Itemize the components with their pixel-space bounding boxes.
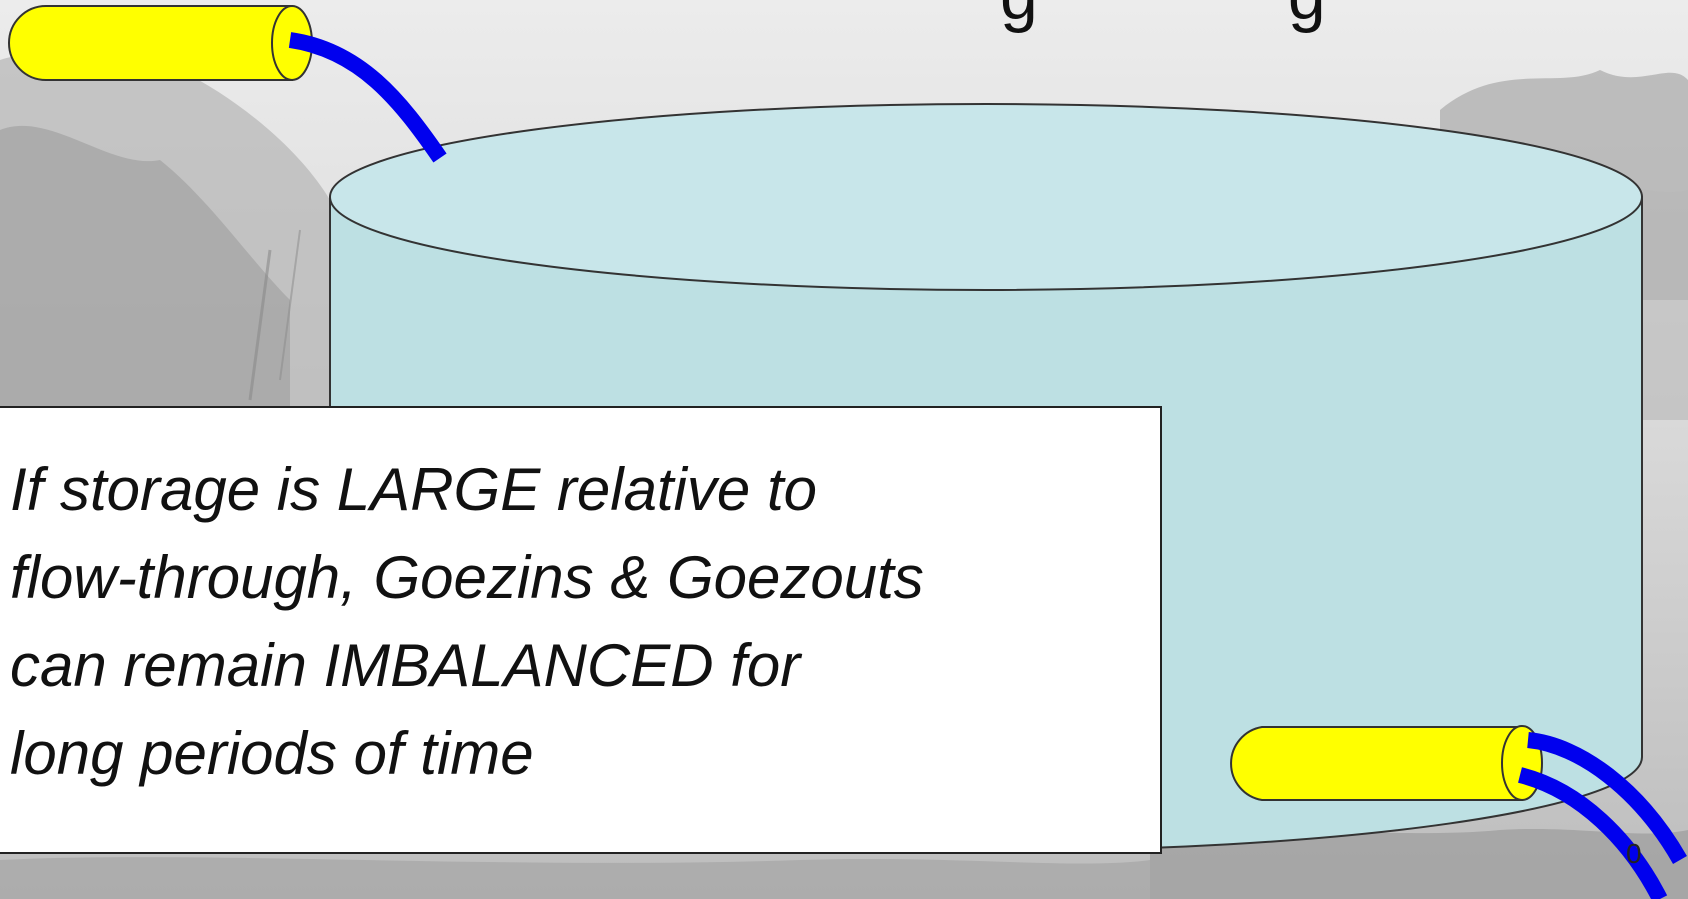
inflow-stream xyxy=(288,32,447,163)
message-line-4: long periods of time xyxy=(10,720,534,787)
title-fragment-1: g xyxy=(1000,0,1038,34)
message-line-2: flow-through, Goezins & Goezouts xyxy=(10,544,924,611)
slide-title-fragment: gg xyxy=(1000,0,1326,30)
outflow-stream-lower xyxy=(1517,767,1668,899)
title-fragment-2: g xyxy=(1288,0,1326,34)
page-number: 0 xyxy=(1626,838,1642,869)
tank-top xyxy=(329,103,1643,291)
message-line-1: If storage is LARGE relative to xyxy=(10,456,818,523)
message-textbox: If storage is LARGE relative to flow-thr… xyxy=(0,406,1162,854)
inflow-pipe xyxy=(8,5,313,81)
outflow-pipe xyxy=(1230,725,1543,801)
message-line-3: can remain IMBALANCED for xyxy=(10,632,801,699)
outflow-stream-upper xyxy=(1526,732,1687,864)
